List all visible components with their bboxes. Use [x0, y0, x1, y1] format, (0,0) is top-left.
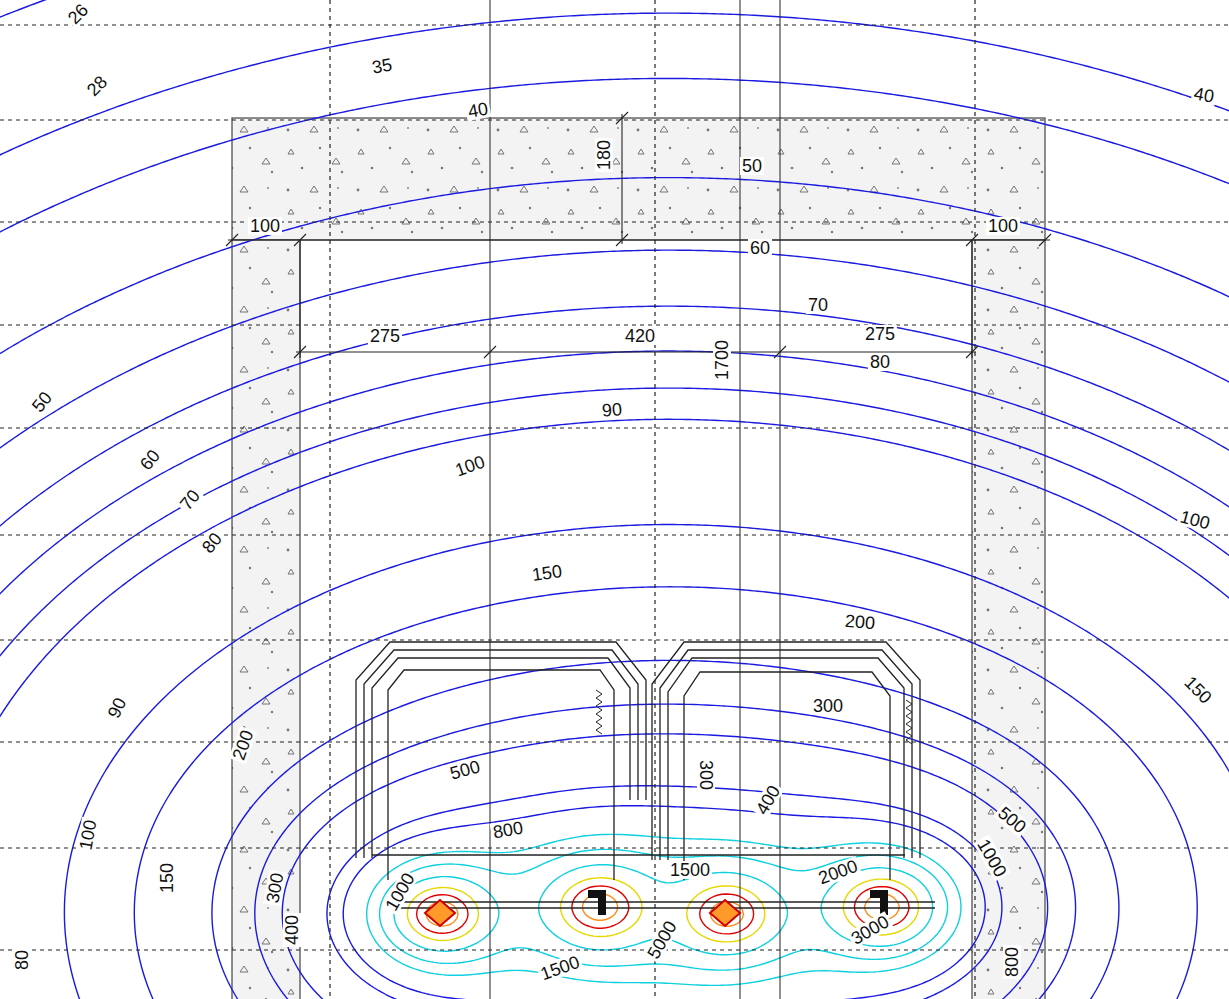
contour-value: 500: [993, 802, 1031, 838]
contour-value: 150: [1180, 672, 1217, 709]
cable-trays: [356, 642, 935, 908]
contour-value: 1000: [973, 834, 1011, 881]
contour-value: 90: [599, 400, 625, 420]
contour-line: [367, 834, 961, 985]
contour-value: 500: [446, 757, 484, 783]
dimension-label: 100: [248, 217, 282, 235]
contour-value: 60: [748, 239, 772, 257]
contour-value: 300: [811, 697, 845, 715]
contour-value: 1000: [381, 868, 419, 915]
contour-line: [255, 704, 1076, 999]
contour-value: 90: [104, 693, 130, 722]
contour-value: 200: [229, 726, 258, 764]
contour-line: [64, 525, 1229, 999]
contour-value: 100: [76, 817, 100, 854]
contour-value: 150: [158, 861, 176, 895]
contour-line: [0, 306, 1229, 999]
contour-line: [0, 78, 1229, 999]
dimension-label: 180: [595, 138, 613, 172]
contour-value: 400: [752, 781, 785, 819]
contour-value: 400: [283, 913, 301, 947]
cables: [425, 890, 888, 926]
contour-value: 80: [13, 948, 31, 972]
contour-line: [0, 388, 1229, 999]
contour-line: [343, 806, 985, 999]
contour-line: [282, 734, 1047, 999]
contour-value: 40: [465, 99, 492, 121]
contour-value: 50: [740, 157, 764, 175]
contour-value: 200: [842, 612, 877, 633]
contour-line: [327, 786, 1002, 999]
contour-line: [0, 351, 1229, 999]
dimension-lines: [226, 112, 1051, 358]
contour-value: 1500: [668, 861, 712, 879]
contour-value: 3000: [846, 911, 893, 949]
contour-value: 1500: [536, 952, 584, 984]
contour-value: 80: [868, 353, 892, 371]
contour-line: [0, 250, 1229, 999]
contour-value: 800: [1003, 945, 1021, 979]
contour-value: 40: [1191, 84, 1218, 106]
dimension-label: 1700: [713, 338, 731, 382]
contour-value: 150: [529, 562, 565, 585]
contour-line: [134, 587, 1197, 999]
dimension-label: 275: [863, 325, 897, 343]
contour-line: [0, 13, 1229, 999]
contour-value: 70: [806, 296, 830, 314]
contour-value: 800: [490, 818, 527, 842]
contour-value: 300: [263, 870, 287, 907]
dimension-label: 275: [368, 327, 402, 345]
contour-line: [380, 849, 948, 970]
contour-value: 28: [82, 71, 112, 101]
dimension-label: 100: [986, 217, 1020, 235]
contour-value: 50: [27, 387, 56, 417]
contour-value: 35: [369, 55, 396, 77]
contour-value: 100: [1176, 507, 1214, 533]
contour-value: 26: [63, 0, 93, 29]
contour-line: [212, 660, 1119, 999]
contour-value: 100: [451, 452, 489, 481]
contour-value: 60: [135, 445, 164, 475]
contour-value: 80: [197, 528, 226, 558]
contour-value: 300: [697, 758, 715, 792]
contour-value: 70: [175, 485, 204, 515]
axis-lines: [490, 0, 780, 999]
contour-value: 5000: [643, 916, 681, 963]
contour-line: [0, 419, 1229, 999]
contour-line: [0, 178, 1229, 999]
contour-value: 2000: [814, 856, 862, 888]
dimension-label: 420: [623, 327, 657, 345]
